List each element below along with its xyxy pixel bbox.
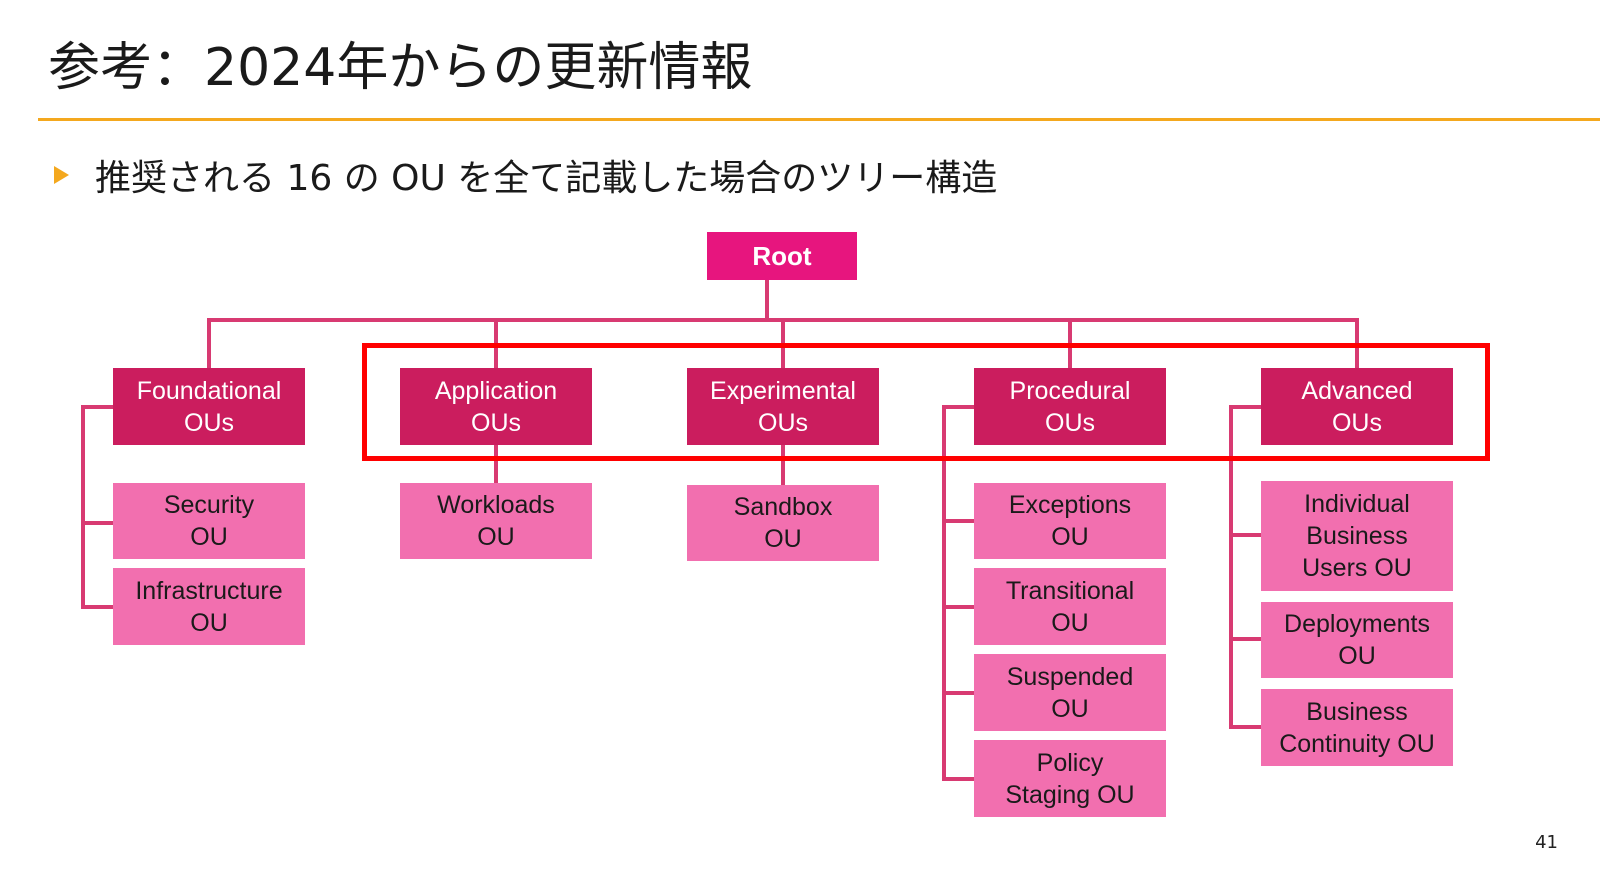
connector-procedural-spine: [942, 405, 946, 781]
business-continuity-ou-node: Business Continuity OU: [1261, 689, 1453, 766]
page-number: 41: [1535, 832, 1558, 853]
title-underline: [38, 118, 1600, 121]
procedural-ous-node: Procedural OUs: [974, 368, 1166, 445]
connector-drop-advanced: [1355, 318, 1359, 368]
connector-root-stem: [765, 280, 769, 322]
connector-workloads: [494, 445, 498, 485]
foundational-ous-node: Foundational OUs: [113, 368, 305, 445]
connector-drop-experimental: [781, 318, 785, 368]
workloads-ou-node: Workloads OU: [400, 483, 592, 559]
connector-individual-arm: [1229, 533, 1263, 537]
connector-policy-staging-arm: [942, 777, 976, 781]
connector-foundational-spine: [81, 405, 85, 609]
experimental-ous-node: Experimental OUs: [687, 368, 879, 445]
connector-exceptions-arm: [942, 519, 976, 523]
connector-drop-application: [494, 318, 498, 368]
connector-drop-foundational: [207, 318, 211, 368]
connector-foundational-arm: [81, 405, 115, 409]
sandbox-ou-node: Sandbox OU: [687, 485, 879, 561]
connector-continuity-arm: [1229, 725, 1263, 729]
security-ou-node: Security OU: [113, 483, 305, 559]
connector-transitional-arm: [942, 605, 976, 609]
slide-title: 参考：2024年からの更新情報: [48, 38, 753, 98]
connector-procedural-arm: [942, 405, 976, 409]
deployments-ou-node: Deployments OU: [1261, 602, 1453, 678]
connector-suspended-arm: [942, 691, 976, 695]
exceptions-ou-node: Exceptions OU: [974, 483, 1166, 559]
connector-security-arm: [81, 521, 115, 525]
application-ous-node: Application OUs: [400, 368, 592, 445]
connector-sandbox: [781, 445, 785, 487]
bullet-item: 推奨される 16 の OU を全て記載した場合のツリー構造: [54, 150, 997, 200]
transitional-ou-node: Transitional OU: [974, 568, 1166, 645]
connector-advanced-spine: [1229, 405, 1233, 729]
connector-drop-procedural: [1068, 318, 1072, 368]
infrastructure-ou-node: Infrastructure OU: [113, 568, 305, 645]
advanced-ous-node: Advanced OUs: [1261, 368, 1453, 445]
bullet-text: 推奨される 16 の OU を全て記載した場合のツリー構造: [95, 158, 998, 199]
suspended-ou-node: Suspended OU: [974, 654, 1166, 731]
connector-advanced-arm: [1229, 405, 1263, 409]
connector-infrastructure-arm: [81, 605, 115, 609]
bullet-arrow-icon: [54, 166, 69, 184]
policy-staging-ou-node: Policy Staging OU: [974, 740, 1166, 817]
root-node: Root: [707, 232, 857, 280]
connector-deployments-arm: [1229, 637, 1263, 641]
individual-business-users-ou-node: Individual Business Users OU: [1261, 481, 1453, 591]
